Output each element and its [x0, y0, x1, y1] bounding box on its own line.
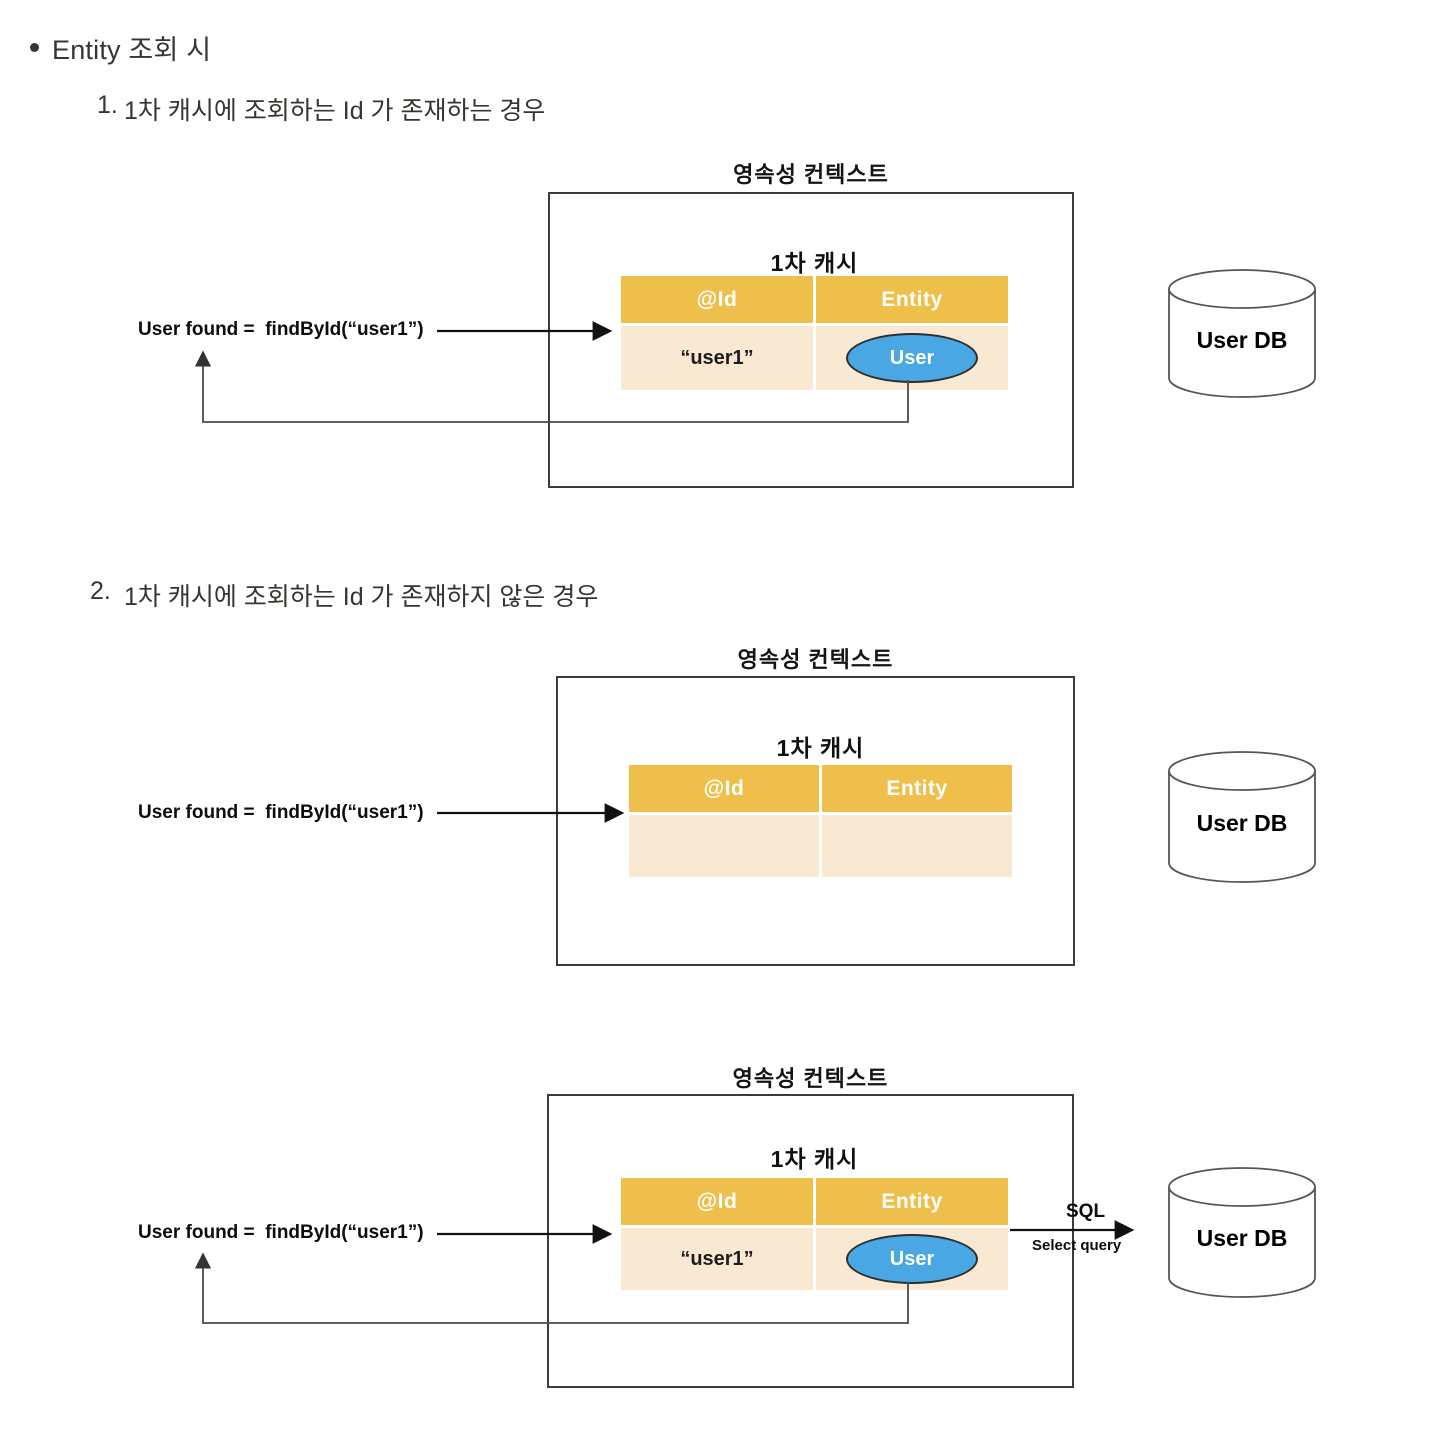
persistence-context-box — [547, 1094, 1074, 1388]
id-cell: “user1” — [621, 326, 813, 390]
persistence-context-title: 영속성 컨텍스트 — [732, 1066, 889, 1091]
entity-cell: User — [816, 1228, 1008, 1290]
persistence-context-box — [556, 676, 1075, 966]
sql-arrow-label: SQL — [1066, 1201, 1106, 1222]
select-query-label: Select query — [1032, 1237, 1122, 1254]
numbered-item-2-label: 1차 캐시에 조회하는 Id 가 존재하지 않은 경우 — [124, 583, 599, 611]
find-by-id-code: User found = findById(“user1”) — [138, 802, 424, 823]
user-entity-ellipse: User — [846, 1234, 978, 1284]
id-cell: “user1” — [621, 1228, 813, 1290]
id-cell-empty — [629, 815, 819, 877]
user-db-label: User DB — [1196, 1225, 1288, 1251]
entity-cell: User — [816, 326, 1008, 390]
first-level-cache-title: 1차 캐시 — [770, 250, 859, 276]
user-entity-ellipse: User — [846, 333, 978, 383]
cache-table: @Id Entity “user1” User — [621, 1178, 1008, 1290]
entity-cell-empty — [822, 815, 1012, 877]
numbered-item-1-number: 1. — [97, 91, 118, 119]
entity-column-header: Entity — [816, 1178, 1008, 1225]
id-column-header: @Id — [621, 1178, 813, 1225]
numbered-item-1-label: 1차 캐시에 조회하는 Id 가 존재하는 경우 — [124, 97, 546, 125]
id-column-header: @Id — [621, 276, 813, 323]
entity-column-header: Entity — [816, 276, 1008, 323]
find-by-id-code: User found = findById(“user1”) — [138, 319, 424, 340]
find-by-id-code: User found = findById(“user1”) — [138, 1222, 424, 1243]
cache-table: @Id Entity — [629, 765, 1012, 877]
persistence-context-title: 영속성 컨텍스트 — [737, 647, 894, 672]
bullet-item-title: Entity 조회 시 — [52, 35, 212, 65]
user-db-label: User DB — [1196, 810, 1288, 836]
persistence-context-title: 영속성 컨텍스트 — [733, 162, 889, 187]
id-column-header: @Id — [629, 765, 819, 812]
user-db-label: User DB — [1196, 327, 1288, 353]
entity-column-header: Entity — [822, 765, 1012, 812]
numbered-item-2-number: 2. — [90, 577, 111, 605]
persistence-context-box — [548, 192, 1074, 488]
cache-table: @Id Entity “user1” User — [621, 276, 1008, 390]
first-level-cache-title: 1차 캐시 — [770, 1146, 859, 1172]
bullet-marker — [30, 43, 39, 52]
first-level-cache-title: 1차 캐시 — [776, 735, 865, 761]
